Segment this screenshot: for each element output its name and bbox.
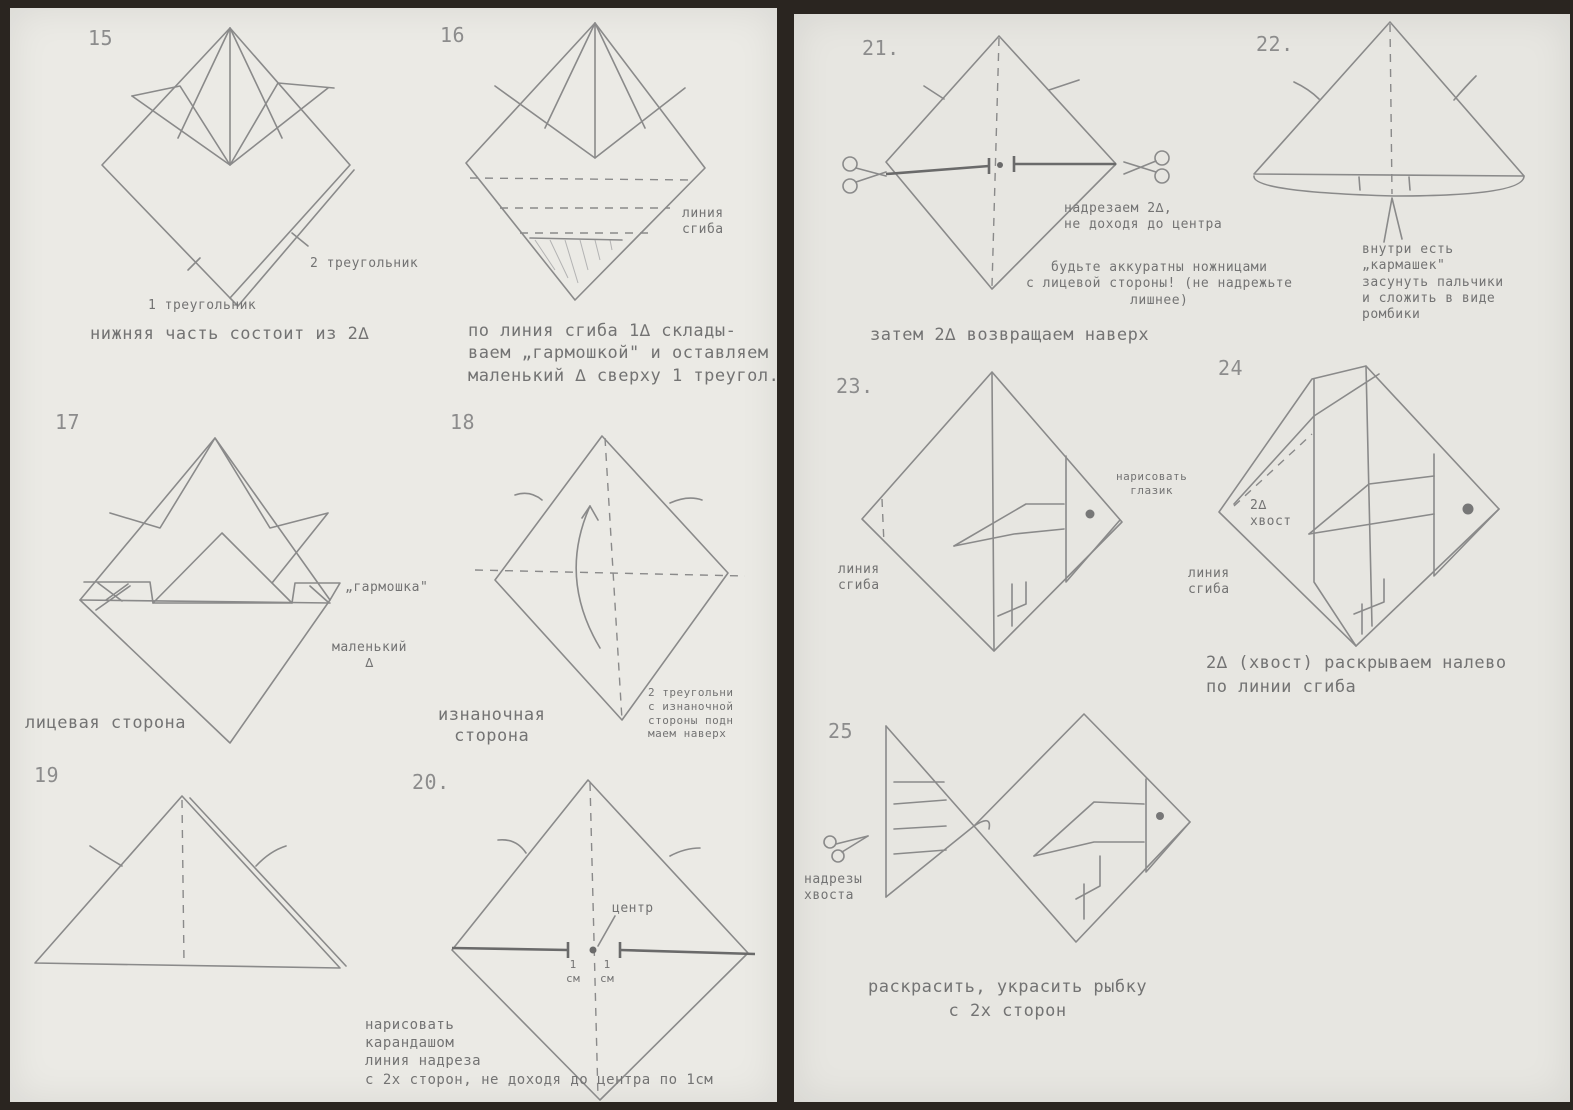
step-25-drawing bbox=[886, 714, 1190, 942]
step-23-number: 23. bbox=[836, 374, 874, 399]
instruction-sheet-right: 21. надрезаем 2∆, не доходя до центра бу… bbox=[794, 14, 1570, 1102]
step-20-label-center: центр bbox=[612, 901, 654, 917]
step-17-label-garmoshka: „гармошка" bbox=[345, 580, 428, 596]
step-24-caption: 2∆ (хвост) раскрываем налево по линии сг… bbox=[1206, 652, 1507, 700]
step-20-label-1cm-left: 1 см bbox=[566, 958, 580, 986]
scissors-icon bbox=[824, 836, 868, 862]
step-21-note: будьте аккуратны ножницами с лицевой сто… bbox=[1026, 260, 1292, 309]
step-16-caption: по линия сгиба 1∆ склады- ваем „гармошко… bbox=[468, 320, 779, 387]
scissors-icon bbox=[1124, 151, 1169, 183]
step-15-label-triangle-2: 2 треугольник bbox=[310, 256, 418, 272]
step-21-caption: затем 2∆ возвращаем наверх bbox=[870, 325, 1149, 346]
step-16-number: 16 bbox=[440, 23, 465, 48]
step-20-caption: нарисовать карандашом линия надреза с 2х… bbox=[365, 1016, 713, 1089]
step-18-number: 18 bbox=[450, 410, 475, 435]
step-18-note: 2 треугольни с изнаночной стороны подн м… bbox=[648, 686, 733, 741]
step-18-caption: изнаночная сторона bbox=[438, 705, 545, 748]
step-25-label-tail-cuts: надрезы хвоста bbox=[804, 872, 862, 905]
step-20-label-1cm-right: 1 см bbox=[600, 958, 614, 986]
step-22-drawing bbox=[1254, 22, 1524, 242]
step-19-number: 19 bbox=[34, 763, 59, 788]
step-25-caption: раскрасить, украсить рыбку с 2х сторон bbox=[868, 976, 1147, 1024]
step-22-note: внутри есть „кармашек" засунуть пальчики… bbox=[1362, 242, 1504, 323]
step-21-number: 21. bbox=[862, 36, 900, 61]
step-20-number: 20. bbox=[412, 770, 450, 795]
step-17-caption: лицевая сторона bbox=[25, 713, 186, 734]
step-23-label-eye: нарисовать глазик bbox=[1116, 470, 1187, 498]
step-23-drawing bbox=[862, 372, 1122, 651]
step-17-drawing bbox=[80, 438, 340, 743]
step-15-caption: нижняя часть состоит из 2∆ bbox=[90, 324, 369, 345]
step-24-label-tail: 2∆ хвост bbox=[1250, 498, 1292, 531]
step-21-drawing bbox=[886, 36, 1116, 289]
step-15-number: 15 bbox=[88, 26, 113, 51]
step-18-drawing bbox=[475, 436, 745, 720]
step-17-label-small-triangle: маленький ∆ bbox=[332, 640, 407, 673]
step-23-label-fold-line: линия сгиба bbox=[838, 562, 880, 595]
step-22-number: 22. bbox=[1256, 32, 1294, 57]
step-16-drawing bbox=[466, 23, 705, 300]
step-17-number: 17 bbox=[55, 410, 80, 435]
step-16-label-fold-line: линия сгиба bbox=[682, 206, 724, 239]
step-25-number: 25 bbox=[828, 719, 853, 744]
step-15-label-triangle-1: 1 треугольник bbox=[148, 298, 256, 314]
step-21-label-cut: надрезаем 2∆, не доходя до центра bbox=[1064, 201, 1222, 234]
left-sheet-drawings bbox=[10, 8, 777, 1102]
scissors-icon bbox=[843, 157, 886, 193]
right-sheet-drawings bbox=[794, 14, 1570, 1102]
instruction-sheet-left: 15 2 треугольник 1 треугольник нижняя ча… bbox=[10, 8, 777, 1102]
step-24-number: 24 bbox=[1218, 356, 1243, 381]
step-24-label-fold-line: линия сгиба bbox=[1188, 566, 1230, 599]
step-19-drawing bbox=[35, 796, 346, 968]
